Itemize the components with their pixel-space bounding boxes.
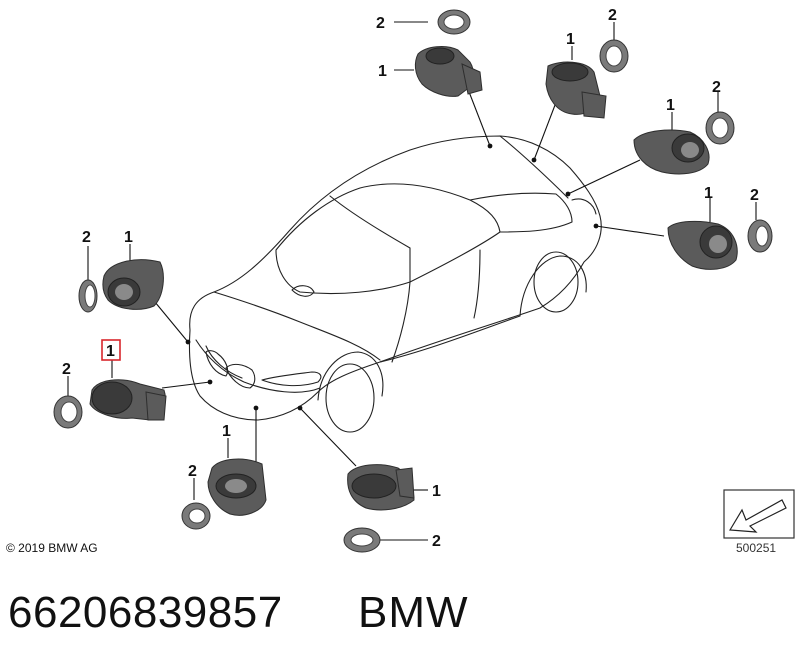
callout-ring: 2 <box>432 533 441 550</box>
leader-lines <box>149 83 665 478</box>
mounting-ring-rear-side[interactable] <box>747 219 773 253</box>
parking-sensor-rear-center[interactable] <box>545 61 607 119</box>
mounting-ring-front-left-upper[interactable] <box>78 279 98 313</box>
callout-ring: 2 <box>376 15 385 32</box>
callout-sensor: 1 <box>666 97 675 114</box>
callout-ring: 2 <box>82 229 91 246</box>
brand-name: BMW <box>358 588 469 637</box>
parking-sensor-rear-side[interactable] <box>667 220 738 270</box>
parking-sensor-front-center[interactable] <box>207 458 267 516</box>
parking-sensor-front-left[interactable] <box>89 379 167 421</box>
parking-sensor-rear-corner[interactable] <box>633 129 710 175</box>
mounting-ring-rear-center[interactable] <box>599 39 629 73</box>
car-outline <box>188 135 602 433</box>
callout-ring: 2 <box>188 463 197 480</box>
callout-ring: 2 <box>750 187 759 204</box>
mounting-ring-rear-corner[interactable] <box>705 111 735 145</box>
callout-leaders <box>67 21 757 541</box>
mounting-ring-front-center[interactable] <box>181 502 211 530</box>
copyright-text: © 2019 BMW AG <box>6 541 98 555</box>
reference-code: 500251 <box>736 541 777 555</box>
callout-sensor: 1 <box>124 229 133 246</box>
callout-sensor: 1 <box>704 185 713 202</box>
mounting-ring-front-left[interactable] <box>53 395 83 429</box>
highlight-box <box>101 339 121 361</box>
parking-sensor-front-left-upper[interactable] <box>102 259 164 310</box>
callout-sensor: 1 <box>432 483 441 500</box>
callout-ring: 2 <box>608 7 617 24</box>
callout-sensor-highlighted: 1 <box>106 343 115 360</box>
callout-labels: 2 1 1 2 1 2 1 2 2 1 1 2 1 2 1 2 <box>62 7 759 550</box>
parking-sensor-front-right[interactable] <box>347 464 415 511</box>
callout-ring: 2 <box>712 79 721 96</box>
part-number: 66206839857 <box>8 588 283 637</box>
callout-sensor: 1 <box>378 63 387 80</box>
mounting-ring-front-right[interactable] <box>343 527 381 553</box>
mounting-ring-top[interactable] <box>437 9 471 35</box>
callout-sensor: 1 <box>566 31 575 48</box>
reference-symbol <box>723 489 795 539</box>
parking-sensor-top[interactable] <box>414 46 483 97</box>
callout-ring: 2 <box>62 361 71 378</box>
callout-sensor: 1 <box>222 423 231 440</box>
